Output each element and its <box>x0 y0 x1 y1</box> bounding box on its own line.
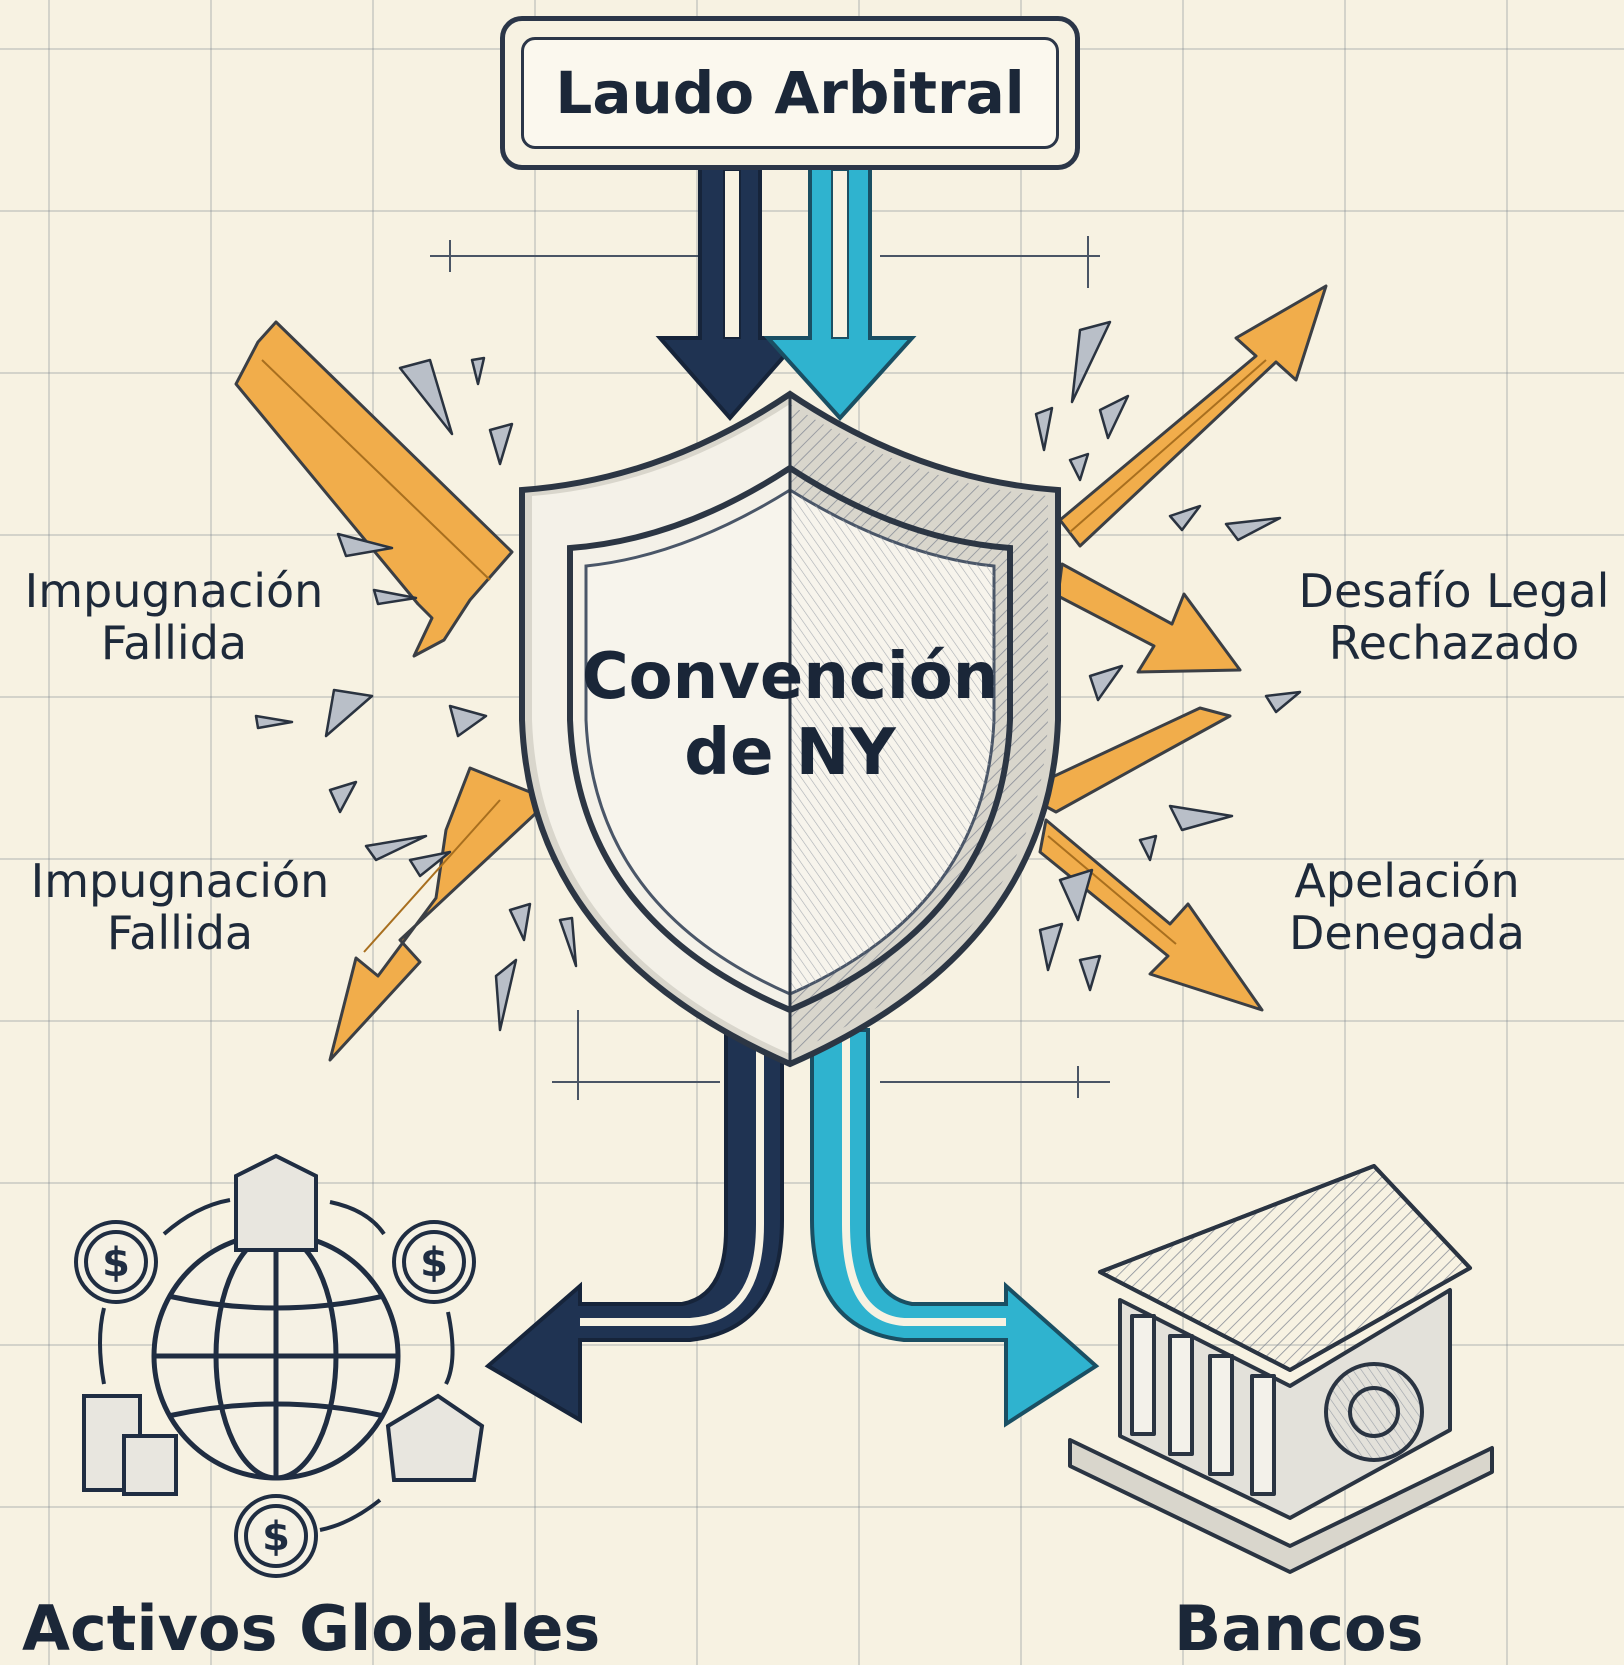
label-bottom-right: Apelación Denegada <box>1289 854 1525 960</box>
shield-label: Convención de NY <box>560 640 1020 791</box>
cycle-arrows <box>98 1198 455 1532</box>
svg-text:$: $ <box>102 1240 130 1286</box>
label-activos-globales: Activos Globales <box>22 1592 601 1665</box>
shards <box>254 320 1302 1032</box>
label-bottom-left: Impugnación Fallida <box>30 854 330 960</box>
shield-icon <box>519 390 1061 1068</box>
title-box: Laudo Arbitral <box>500 16 1080 170</box>
label-top-right: Desafío Legal Rechazado <box>1298 564 1610 670</box>
dollar-signs: $ $ $ <box>102 1240 448 1560</box>
svg-text:$: $ <box>420 1240 448 1286</box>
title-label: Laudo Arbitral <box>521 37 1059 149</box>
deflected-arrows <box>234 284 1328 1062</box>
svg-text:$: $ <box>262 1514 290 1560</box>
label-top-left: Impugnación Fallida <box>24 564 324 670</box>
dollar-coin-icon <box>74 1220 476 1578</box>
arrow-out-teal <box>810 1026 1100 1428</box>
arrow-down-navy <box>655 166 805 422</box>
arrow-out-navy <box>484 1026 784 1424</box>
dimension-lines <box>430 236 1110 1100</box>
office-building-icon <box>82 1153 485 1496</box>
arrow-down-teal <box>763 166 917 421</box>
shield-line-1: Convención <box>581 640 999 714</box>
shield-line-2: de NY <box>684 715 896 790</box>
globe-icon <box>151 1231 401 1481</box>
label-bancos: Bancos <box>1174 1592 1424 1665</box>
bank-building-icon <box>1068 1164 1494 1574</box>
